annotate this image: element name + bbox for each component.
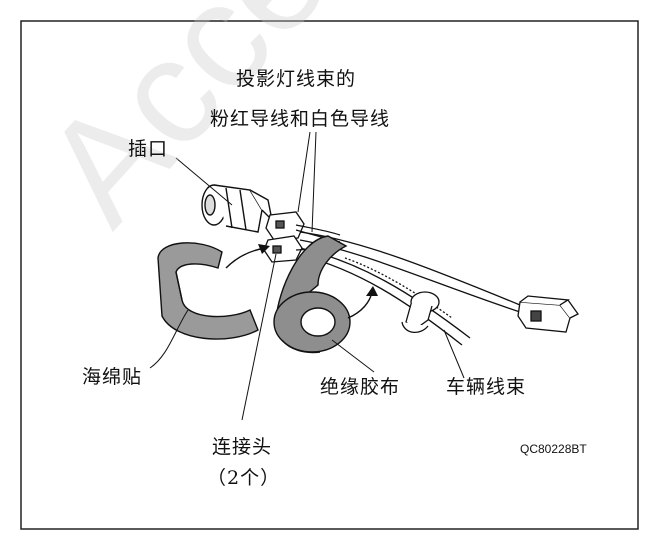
leader-lines	[149, 131, 465, 421]
insulating-tape-label: 绝缘胶布	[320, 376, 401, 398]
harness-clip	[401, 291, 440, 333]
sponge-arrow-head	[258, 244, 270, 254]
connector-label: 连接头	[212, 436, 273, 458]
sponge-pad-label: 海绵贴	[82, 366, 143, 388]
sponge-pad	[157, 242, 259, 340]
socket-label: 插口	[128, 138, 169, 160]
socket-housing	[201, 184, 274, 233]
figure-frame	[20, 20, 639, 530]
connector-count-label: （2个）	[207, 467, 281, 489]
insulating-tape-roll	[273, 235, 351, 354]
end-connector	[517, 295, 579, 333]
connector-pair	[263, 211, 305, 263]
wrap-arrow-head	[366, 286, 378, 296]
sponge-arrow	[225, 247, 267, 269]
harness-title-line1: 投影灯线束的	[236, 68, 357, 90]
vehicle-harness-label: 车辆线束	[446, 376, 527, 398]
harness-title-line2: 粉红导线和白色导线	[210, 108, 391, 130]
figure-code: QC80228BT	[520, 442, 587, 456]
